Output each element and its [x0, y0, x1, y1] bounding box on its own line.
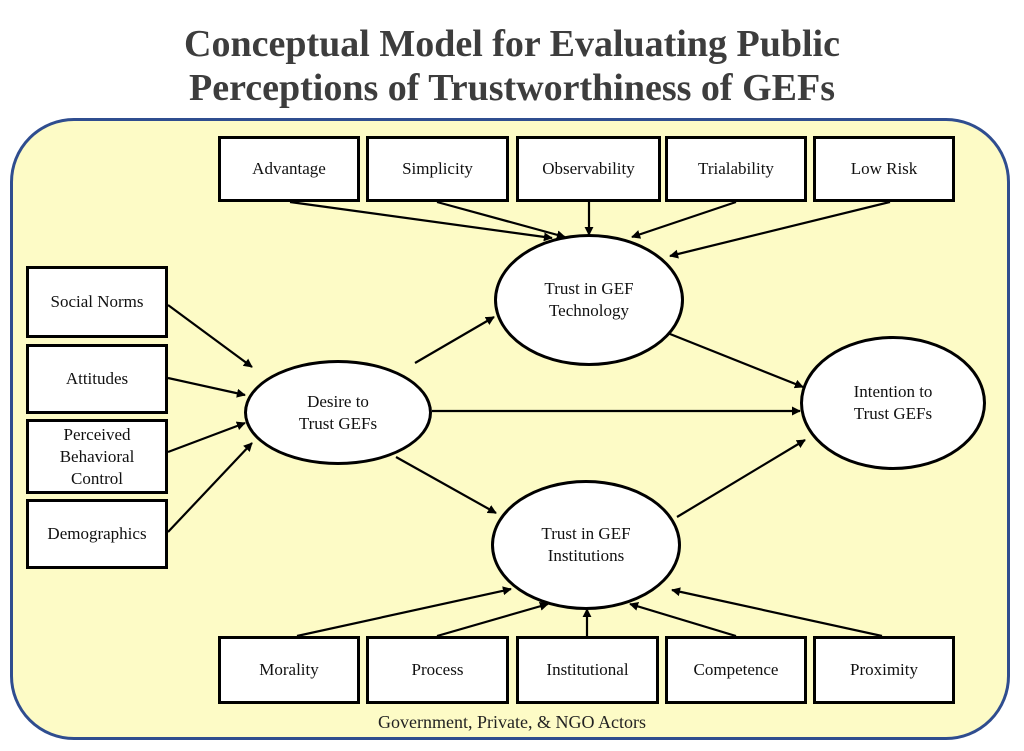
arrow-pbc-to-desire [167, 421, 246, 454]
arrow-morality-to-institutions [296, 586, 512, 638]
factor-box-demographics: Demographics [26, 499, 168, 569]
factor-box-proximity: Proximity [813, 636, 955, 704]
arrow-desire-to-institutions [395, 456, 497, 514]
factor-box-process: Process [366, 636, 509, 704]
factor-box-social-norms: Social Norms [26, 266, 168, 338]
factor-box-low-risk: Low Risk [813, 136, 955, 202]
factor-box-competence: Competence [665, 636, 807, 704]
title-line-2: Perceptions of Trustworthiness of GEFs [189, 67, 835, 109]
title-line-1: Conceptual Model for Evaluating Public [184, 23, 840, 65]
node-intention-to-trust: Intention to Trust GEFs [800, 336, 986, 470]
node-trust-institutions: Trust in GEF Institutions [491, 480, 681, 610]
factor-box-advantage: Advantage [218, 136, 360, 202]
factor-box-attitudes: Attitudes [26, 344, 168, 414]
factor-box-simplicity: Simplicity [366, 136, 509, 202]
factor-box-observability: Observability [516, 136, 661, 202]
node-trust-technology: Trust in GEF Technology [494, 234, 684, 366]
arrow-trialability-to-technology [631, 200, 737, 239]
factor-box-trialability: Trialability [665, 136, 807, 202]
arrow-attitudes-to-desire [167, 376, 246, 398]
arrow-institutions-to-intention [676, 439, 806, 518]
arrow-process-to-institutions [436, 601, 549, 638]
actors-caption: Government, Private, & NGO Actors [378, 712, 646, 732]
arrow-technology-to-intention [659, 328, 804, 389]
arrow-simplicity-to-technology [436, 200, 566, 240]
arrow-demographics-to-desire [167, 442, 253, 533]
node-desire-to-trust: Desire to Trust GEFs [244, 360, 432, 465]
arrow-advantage-to-technology [289, 200, 553, 242]
diagram-title: Conceptual Model for Evaluating Public P… [0, 22, 1024, 110]
arrow-desire-to-technology [414, 316, 495, 364]
factor-box-perceived-behavioral-control: Perceived Behavioral Control [26, 419, 168, 494]
arrow-socialnorms-to-desire [167, 304, 253, 368]
arrow-lowrisk-to-technology [669, 200, 891, 259]
factor-box-institutional: Institutional [516, 636, 659, 704]
arrow-proximity-to-institutions [671, 587, 883, 638]
arrow-competence-to-institutions [629, 602, 737, 638]
factor-box-morality: Morality [218, 636, 360, 704]
